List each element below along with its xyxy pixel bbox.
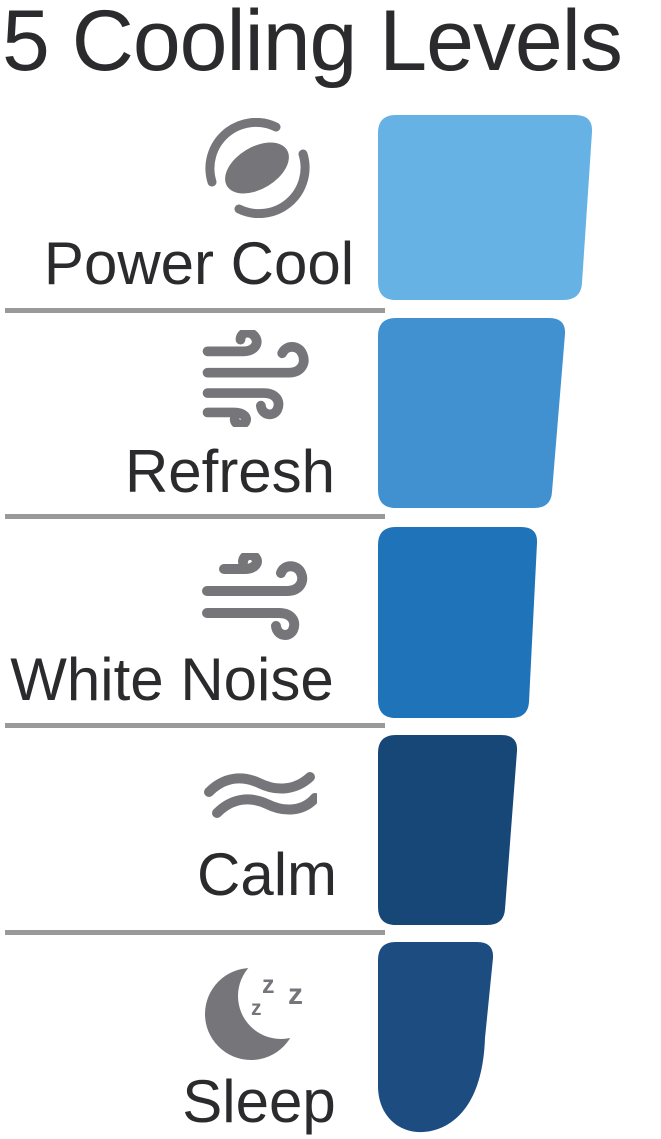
calm-breeze-icon: [204, 772, 317, 818]
zzz-glyph: z: [288, 978, 303, 1011]
galaxy-swirl-icon: [205, 118, 310, 218]
row-divider: [5, 723, 385, 728]
zzz-glyph: z: [262, 971, 275, 999]
level-label-power-cool: Power Cool: [43, 230, 355, 297]
page-title: 5 Cooling Levels: [2, 0, 623, 89]
bar-refresh: [378, 318, 566, 508]
strong-wind-icon: [202, 330, 309, 427]
bar-white-noise: [378, 527, 538, 718]
row-divider: [5, 514, 385, 519]
level-label-sleep: Sleep: [182, 1068, 336, 1135]
wind-icon: [202, 553, 308, 640]
level-label-calm: Calm: [196, 841, 338, 908]
bar-sleep: [378, 942, 494, 1133]
zzz-glyph: z: [251, 997, 262, 1020]
level-label-refresh: Refresh: [124, 438, 336, 505]
row-divider: [5, 930, 385, 935]
level-label-white-noise: White Noise: [10, 646, 334, 713]
row-divider: [5, 308, 385, 313]
bar-power-cool: [378, 115, 593, 300]
moon-zzz-icon: z z z: [205, 956, 320, 1060]
bar-calm: [378, 735, 518, 925]
